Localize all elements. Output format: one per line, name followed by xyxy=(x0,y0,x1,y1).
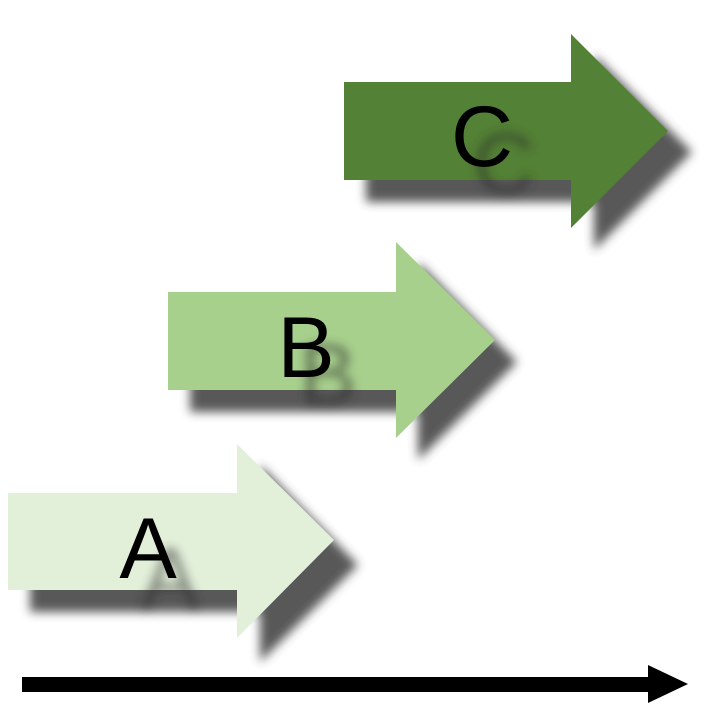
step-arrow-b-shape xyxy=(168,242,495,438)
step-arrow-b: B B xyxy=(168,242,517,460)
step-arrow-a-label: A xyxy=(119,501,177,597)
step-arrow-c-shape xyxy=(344,34,668,228)
step-arrow-a-label-shadow: A xyxy=(141,531,199,627)
step-arrow-b-label: B xyxy=(277,300,334,396)
step-arrow-a-shape xyxy=(8,444,334,638)
baseline-arrow xyxy=(22,665,688,703)
step-arrow-c-label: C xyxy=(451,89,513,185)
step-arrow-c-label-shadow: C xyxy=(473,116,535,212)
step-arrow-a: A A xyxy=(8,444,358,662)
baseline-arrow-head xyxy=(648,665,688,703)
step-arrow-b-label-shadow: B xyxy=(299,327,356,423)
baseline-arrow-shaft xyxy=(22,677,652,692)
step-arrow-c: C C xyxy=(344,34,692,250)
